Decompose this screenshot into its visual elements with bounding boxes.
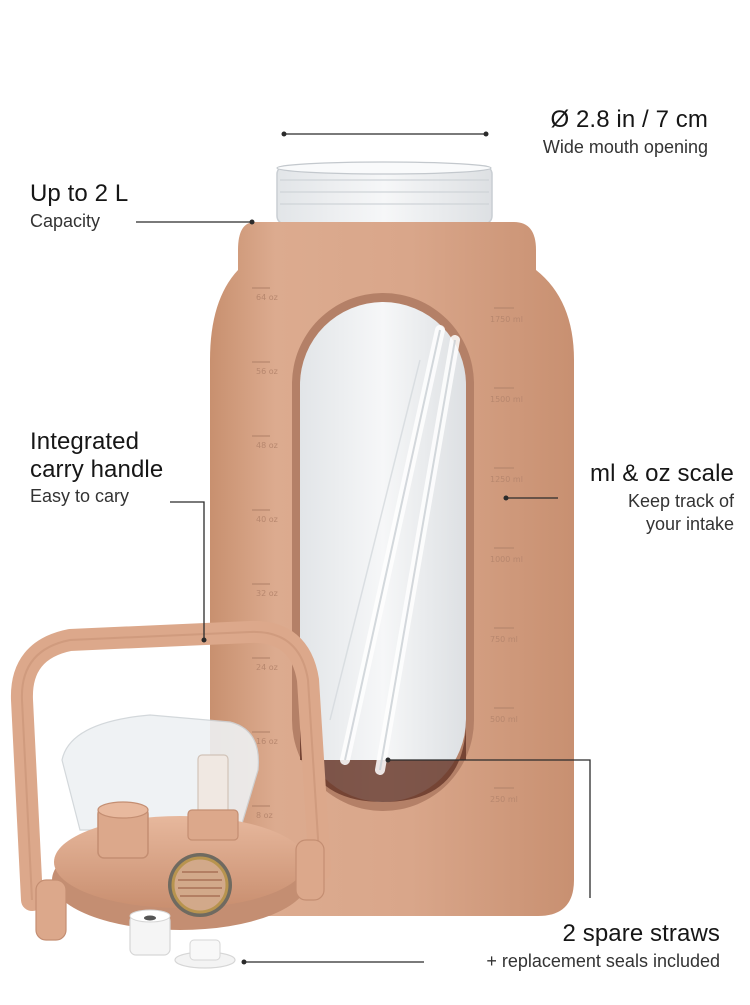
callout-straws: 2 spare straws + replacement seals inclu… bbox=[486, 920, 720, 971]
oz-mark: 56 oz bbox=[256, 367, 278, 376]
handle-subtitle: Easy to cary bbox=[30, 486, 130, 507]
ml-mark: 500 ml bbox=[490, 715, 518, 724]
oz-mark: 48 oz bbox=[256, 441, 278, 450]
oz-mark: 40 oz bbox=[256, 515, 278, 524]
callout-handle: Integrated carry handle Easy to cary bbox=[30, 428, 163, 507]
straws-subtitle: + replacement seals included bbox=[486, 950, 720, 971]
callout-lines bbox=[136, 131, 591, 965]
callout-opening: Ø 2.8 in / 7 cm Wide mouth opening bbox=[543, 106, 708, 157]
callout-capacity: Up to 2 L Capacity bbox=[30, 180, 128, 231]
cap-with-handle bbox=[10, 620, 331, 941]
scale-subtitle-line2: your intake bbox=[645, 514, 734, 535]
capacity-subtitle: Capacity bbox=[30, 210, 101, 231]
ml-mark: 1250 ml bbox=[490, 475, 523, 484]
oz-mark: 32 oz bbox=[256, 589, 278, 598]
oz-mark: 64 oz bbox=[256, 293, 278, 302]
opening-title: Ø 2.8 in / 7 cm bbox=[550, 106, 708, 133]
spare-seals bbox=[129, 909, 236, 969]
straws-title: 2 spare straws bbox=[562, 920, 720, 947]
capacity-title: Up to 2 L bbox=[30, 180, 129, 207]
scale-subtitle-line1: Keep track of bbox=[627, 490, 734, 511]
scale-title: ml & oz scale bbox=[589, 460, 734, 487]
opening-subtitle: Wide mouth opening bbox=[542, 136, 708, 157]
oz-mark: 8 oz bbox=[256, 811, 273, 820]
handle-title-line1: Integrated bbox=[30, 428, 140, 455]
oz-mark: 24 oz bbox=[256, 663, 278, 672]
ml-mark: 250 ml bbox=[490, 795, 518, 804]
ml-mark: 1750 ml bbox=[490, 315, 523, 324]
ml-mark: 1500 ml bbox=[490, 395, 523, 404]
ml-mark: 1000 ml bbox=[490, 555, 523, 564]
handle-title-line2: carry handle bbox=[30, 455, 164, 483]
ml-scale: 1750 ml 1500 ml 1250 ml 1000 ml 750 ml 5… bbox=[490, 307, 523, 804]
oz-mark: 16 oz bbox=[256, 737, 278, 746]
ml-mark: 750 ml bbox=[490, 635, 518, 644]
callout-scale: ml & oz scale Keep track of your intake bbox=[590, 460, 734, 535]
bottle-neck bbox=[276, 161, 493, 225]
oz-scale: 64 oz 56 oz 48 oz 40 oz 32 oz 24 oz 16 o… bbox=[252, 287, 278, 820]
